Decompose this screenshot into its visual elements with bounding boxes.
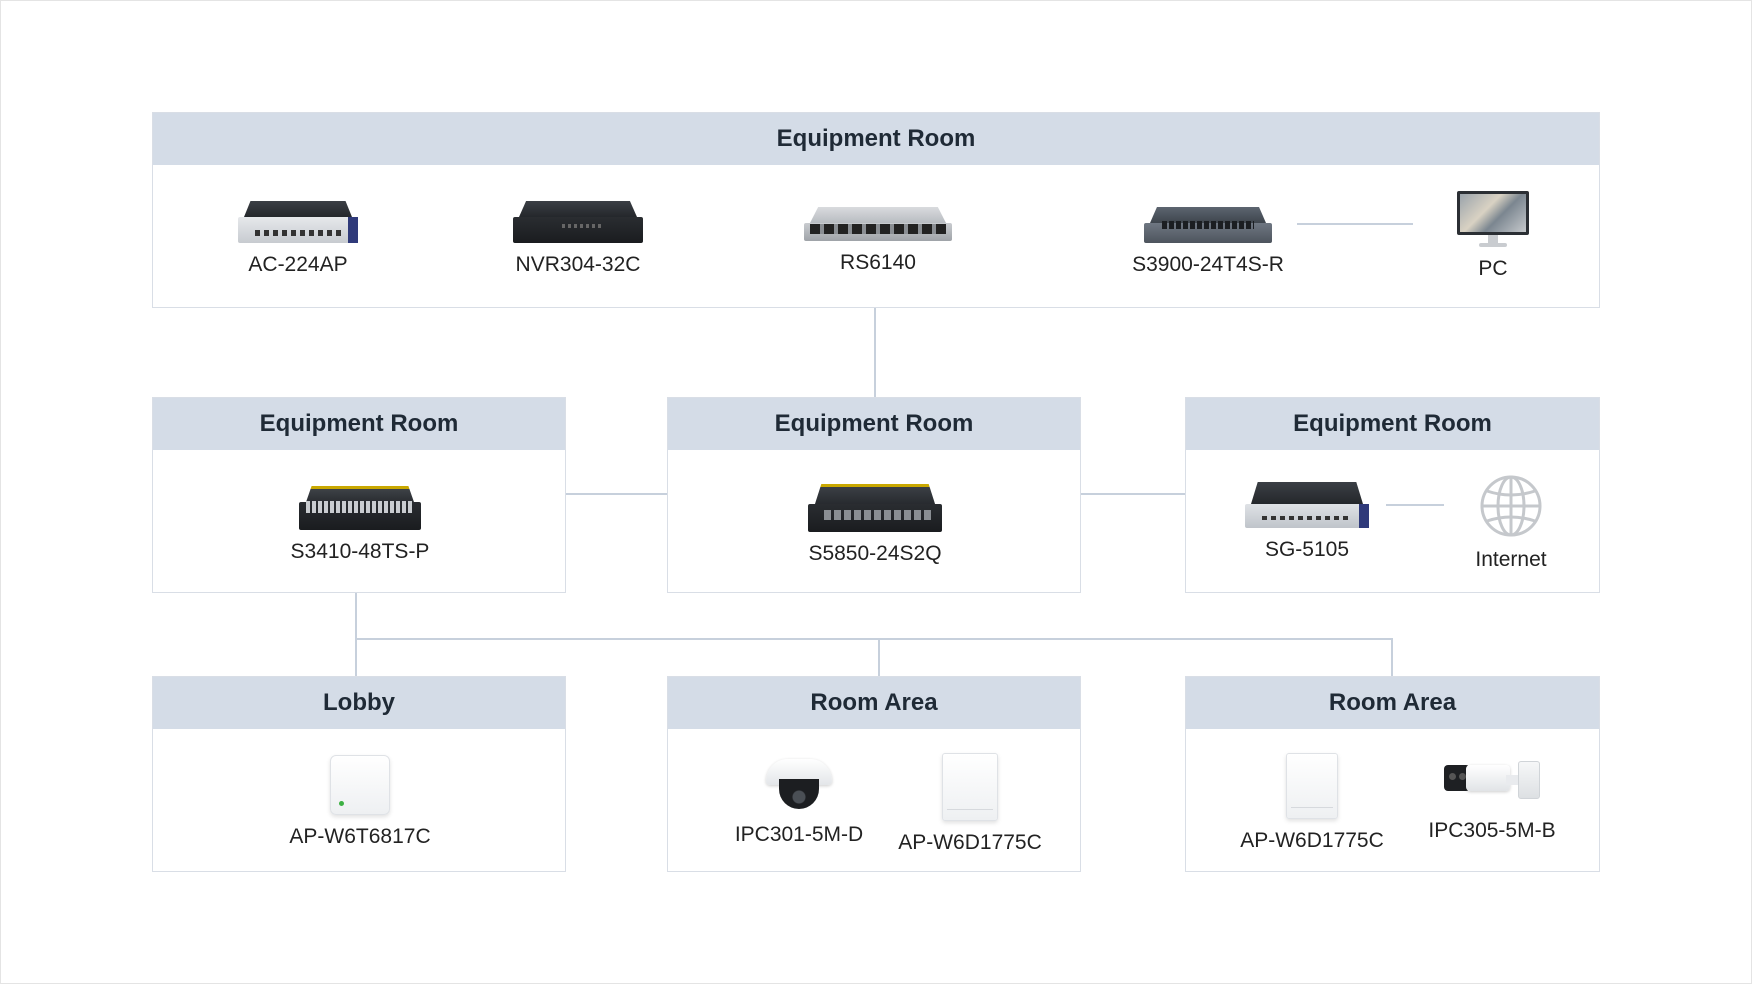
device-label: AP-W6T6817C	[289, 825, 431, 848]
nvr-icon	[513, 201, 643, 243]
box-title: Equipment Room	[1186, 398, 1599, 450]
device-label: PC	[1478, 257, 1508, 280]
box-title: Equipment Room	[153, 398, 565, 450]
device-s3410-48ts-p[interactable]: S3410-48TS-P	[265, 486, 455, 564]
device-label: S3900-24T4S-R	[1132, 253, 1284, 276]
device-ipc305-5m-b[interactable]: IPC305-5M-B	[1412, 757, 1572, 843]
switch-icon	[808, 484, 942, 532]
box-title: Equipment Room	[153, 113, 1599, 165]
device-s3900-24t4s-r[interactable]: S3900-24T4S-R	[1113, 201, 1303, 277]
bullet-camera-icon	[1444, 757, 1540, 809]
controller-icon	[238, 201, 358, 243]
device-label: AP-W6D1775C	[1240, 829, 1384, 852]
device-ap-w6d1775c-right[interactable]: AP-W6D1775C	[1232, 753, 1392, 853]
device-s5850-24s2q[interactable]: S5850-24S2Q	[780, 484, 970, 566]
device-label: NVR304-32C	[515, 253, 641, 276]
globe-icon	[1479, 474, 1543, 538]
connector-gateway-to-internet	[1386, 504, 1444, 506]
device-ipc301-5m-d[interactable]: IPC301-5M-D	[724, 755, 874, 847]
box-title: Room Area	[1186, 677, 1599, 729]
equipment-room-left: Equipment Room S3410-48TS-P	[152, 397, 566, 593]
connector-center-to-right	[1080, 493, 1186, 495]
access-point-icon	[330, 755, 390, 815]
lobby-room: Lobby AP-W6T6817C	[152, 676, 566, 872]
switch-icon	[299, 486, 421, 530]
device-label: S3410-48TS-P	[290, 540, 430, 563]
monitor-icon	[1457, 191, 1529, 247]
box-title: Lobby	[153, 677, 565, 729]
equipment-room-top: Equipment Room AC-224AP NVR304-32C RS614…	[152, 112, 1600, 308]
device-label: IPC305-5M-B	[1428, 819, 1556, 842]
box-title: Room Area	[668, 677, 1080, 729]
gateway-icon	[1245, 482, 1369, 528]
device-nvr304-32c[interactable]: NVR304-32C	[493, 201, 663, 277]
device-ap-w6d1775c[interactable]: AP-W6D1775C	[890, 753, 1050, 855]
device-ac-224ap[interactable]: AC-224AP	[213, 201, 383, 277]
room-area-center: Room Area IPC301-5M-D AP-W6D1775C	[667, 676, 1081, 872]
device-sg-5105[interactable]: SG-5105	[1232, 482, 1382, 562]
device-label: SG-5105	[1264, 538, 1350, 561]
connector-to-room-area-center	[878, 638, 880, 676]
server-icon	[804, 207, 952, 241]
switch-icon	[1144, 207, 1272, 243]
device-rs6140[interactable]: RS6140	[793, 201, 963, 275]
device-internet[interactable]: Internet	[1446, 474, 1576, 572]
equipment-room-center: Equipment Room S5850-24S2Q	[667, 397, 1081, 593]
connector-bottom-bus	[355, 638, 1393, 640]
device-pc[interactable]: PC	[1443, 191, 1543, 281]
access-point-icon	[1286, 753, 1338, 819]
device-label: RS6140	[840, 251, 916, 274]
connector-left-to-center	[564, 493, 668, 495]
device-ap-w6t6817c[interactable]: AP-W6T6817C	[265, 755, 455, 849]
box-title: Equipment Room	[668, 398, 1080, 450]
device-label: AC-224AP	[248, 253, 348, 276]
connector-left-down	[355, 592, 357, 676]
device-label: Internet	[1475, 548, 1547, 571]
device-label: S5850-24S2Q	[808, 542, 942, 565]
connector-switch-to-pc	[1297, 223, 1413, 225]
connector-to-room-area-right	[1391, 638, 1393, 676]
device-label: AP-W6D1775C	[898, 831, 1042, 854]
dome-camera-icon	[766, 755, 832, 813]
device-label: IPC301-5M-D	[734, 823, 864, 846]
room-area-right: Room Area AP-W6D1775C IPC305-5M-B	[1185, 676, 1600, 872]
access-point-icon	[942, 753, 998, 821]
equipment-room-right: Equipment Room SG-5105 Internet	[1185, 397, 1600, 593]
connector-top-to-center	[874, 306, 876, 398]
